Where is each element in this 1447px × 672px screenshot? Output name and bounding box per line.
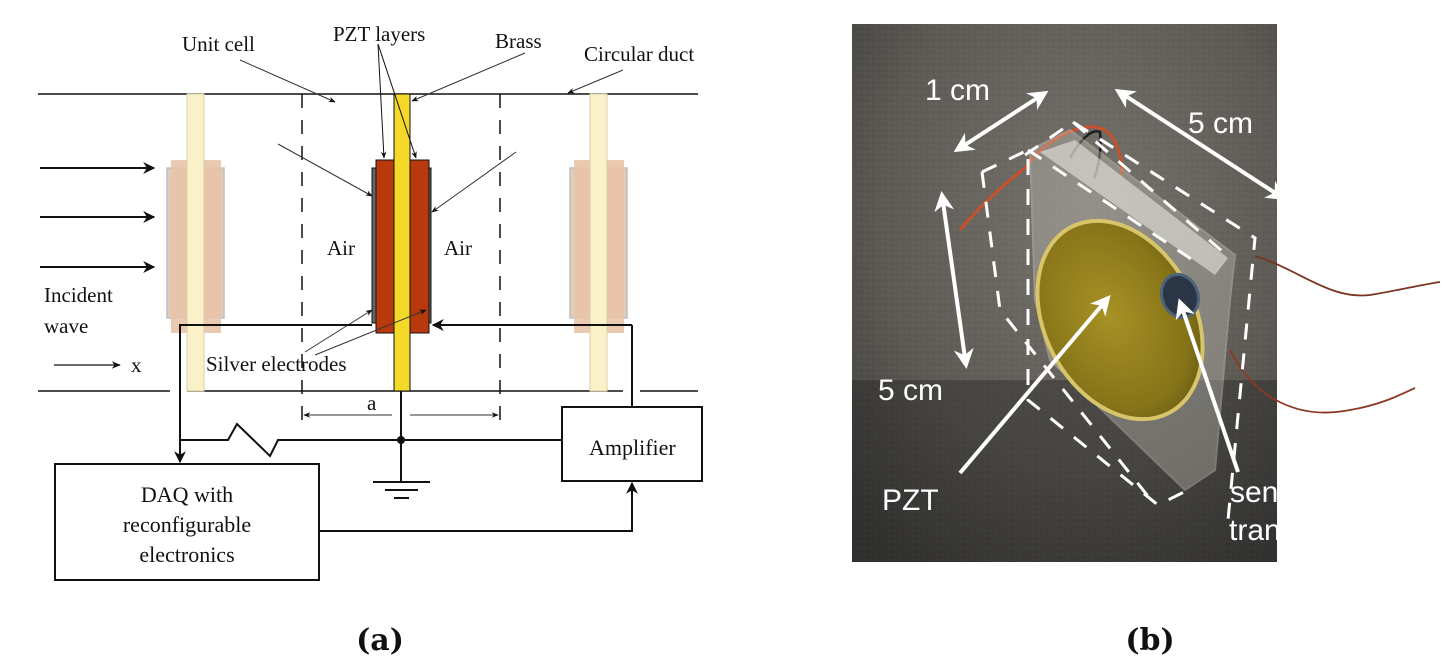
panel-b-photo: 1 cm 5 cm 5 cm PZT sensing transducer (b… bbox=[852, 24, 1441, 658]
wire-daq-to-amplifier bbox=[319, 481, 638, 532]
label-daq-line1: DAQ with bbox=[141, 482, 233, 507]
label-brass: Brass bbox=[495, 29, 542, 53]
label-air-right: Air bbox=[444, 236, 472, 260]
label-lattice-a: a bbox=[367, 391, 377, 415]
copper-wire-2 bbox=[1229, 349, 1416, 414]
label-air-left: Air bbox=[327, 236, 355, 260]
leader-electrode-top-right bbox=[431, 151, 517, 213]
label-pzt-layers: PZT layers bbox=[333, 22, 425, 46]
pzt-layer-left bbox=[375, 159, 397, 334]
leader-unit-cell bbox=[239, 59, 336, 103]
neighbor-cell-left bbox=[166, 93, 225, 392]
panel-label-a: (a) bbox=[356, 623, 404, 658]
label-5cm-top: 5 cm bbox=[1188, 107, 1253, 140]
label-silver-electrodes: Silver electrodes bbox=[206, 352, 347, 376]
arrow-5cm-side bbox=[934, 191, 974, 369]
leader-pzt-left bbox=[377, 43, 387, 159]
label-transducer: transducer bbox=[1229, 514, 1371, 547]
ground-icon bbox=[373, 481, 430, 499]
resistor-wire bbox=[180, 422, 562, 458]
label-5cm-side: 5 cm bbox=[878, 374, 943, 407]
leader-electrode-bottom-left bbox=[304, 309, 373, 353]
brass-plate bbox=[393, 93, 411, 392]
label-unit-cell: Unit cell bbox=[182, 32, 255, 56]
label-wave: wave bbox=[44, 314, 88, 338]
panel-label-b: (b) bbox=[1125, 623, 1174, 658]
arrow-5cm-top bbox=[1114, 88, 1287, 201]
arrow-1cm bbox=[953, 90, 1049, 153]
label-x: x bbox=[131, 353, 142, 377]
panel-a-schematic: Unit cell PZT layers Brass Circular duct… bbox=[38, 22, 703, 658]
junction-node bbox=[397, 436, 405, 444]
daq-box bbox=[54, 463, 320, 581]
label-pzt: PZT bbox=[882, 484, 939, 517]
wire-electrode-left bbox=[174, 324, 372, 464]
neighbor-cell-right bbox=[569, 93, 628, 392]
label-1cm: 1 cm bbox=[925, 74, 990, 107]
label-incident: Incident bbox=[44, 283, 113, 307]
amplifier-box bbox=[561, 406, 703, 482]
central-unit-cell bbox=[371, 93, 432, 392]
leader-pzt-right bbox=[377, 43, 417, 159]
leader-circular-duct bbox=[567, 69, 624, 94]
label-amplifier: Amplifier bbox=[589, 435, 676, 460]
label-daq-line2: reconfigurable bbox=[123, 512, 251, 537]
label-daq-line3: electronics bbox=[139, 542, 234, 567]
leader-electrode-top-left bbox=[277, 143, 373, 197]
label-sensing: sensing bbox=[1230, 476, 1333, 509]
arrow-sensing bbox=[1175, 298, 1240, 473]
leader-brass bbox=[411, 52, 526, 102]
arrow-pzt bbox=[958, 294, 1111, 475]
pzt-layer-right bbox=[408, 159, 430, 334]
label-circular-duct: Circular duct bbox=[584, 42, 694, 66]
copper-wire bbox=[1254, 255, 1441, 297]
leader-electrode-bottom-right bbox=[314, 309, 427, 356]
